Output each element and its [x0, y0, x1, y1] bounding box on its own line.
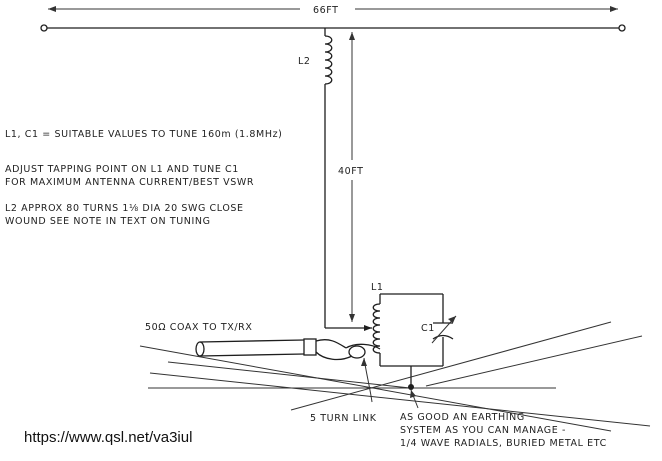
note-adjust-line-1: ADJUST TAPPING POINT ON L1 AND TUNE C1 [5, 164, 239, 175]
c1-label: C1 [421, 323, 435, 334]
five-turn-link [348, 345, 366, 359]
link-label: 5 TURN LINK [310, 413, 377, 424]
c1-capacitor [431, 315, 457, 344]
coax-label: 50Ω COAX TO TX/RX [145, 322, 252, 333]
ground-radials [139, 321, 651, 432]
note-tuning-values: L1, C1 = SUITABLE VALUES TO TUNE 160m (1… [5, 129, 283, 140]
vertical-feeder: L2 [298, 28, 372, 331]
l2-label: L2 [298, 56, 311, 67]
tuning-unit: L1 C1 [371, 282, 457, 386]
note-l2-line-1: L2 APPROX 80 TURNS 1⅛ DIA 20 SWG CLOSE [5, 203, 244, 214]
coax-feed: 50Ω COAX TO TX/RX 5 TURN LINK [145, 322, 381, 424]
l1-label: L1 [371, 282, 384, 293]
earth-line-2: SYSTEM AS YOU CAN MANAGE - [400, 425, 566, 436]
earth-line-1: AS GOOD AN EARTHING [400, 412, 525, 423]
notes: L1, C1 = SUITABLE VALUES TO TUNE 160m (1… [5, 129, 283, 227]
note-l2-line-2: WOUND SEE NOTE IN TEXT ON TUNING [5, 216, 211, 227]
dipole-length-dimension: 66FT [48, 5, 618, 16]
l1-coil [372, 303, 381, 354]
source-url: https://www.qsl.net/va3iul [24, 429, 192, 446]
earth-line-3: 1/4 WAVE RADIALS, BURIED METAL ETC [400, 438, 607, 449]
feeder-height-label: 40FT [338, 166, 364, 177]
dipole-wire [40, 24, 626, 32]
note-adjust-line-2: FOR MAXIMUM ANTENNA CURRENT/BEST VSWR [5, 177, 254, 188]
feeder-height-dimension: 40FT [338, 32, 364, 322]
l2-coil [324, 35, 333, 85]
dipole-length-label: 66FT [313, 5, 339, 16]
earth-note: AS GOOD AN EARTHING SYSTEM AS YOU CAN MA… [400, 412, 607, 449]
earth-point [408, 384, 414, 390]
